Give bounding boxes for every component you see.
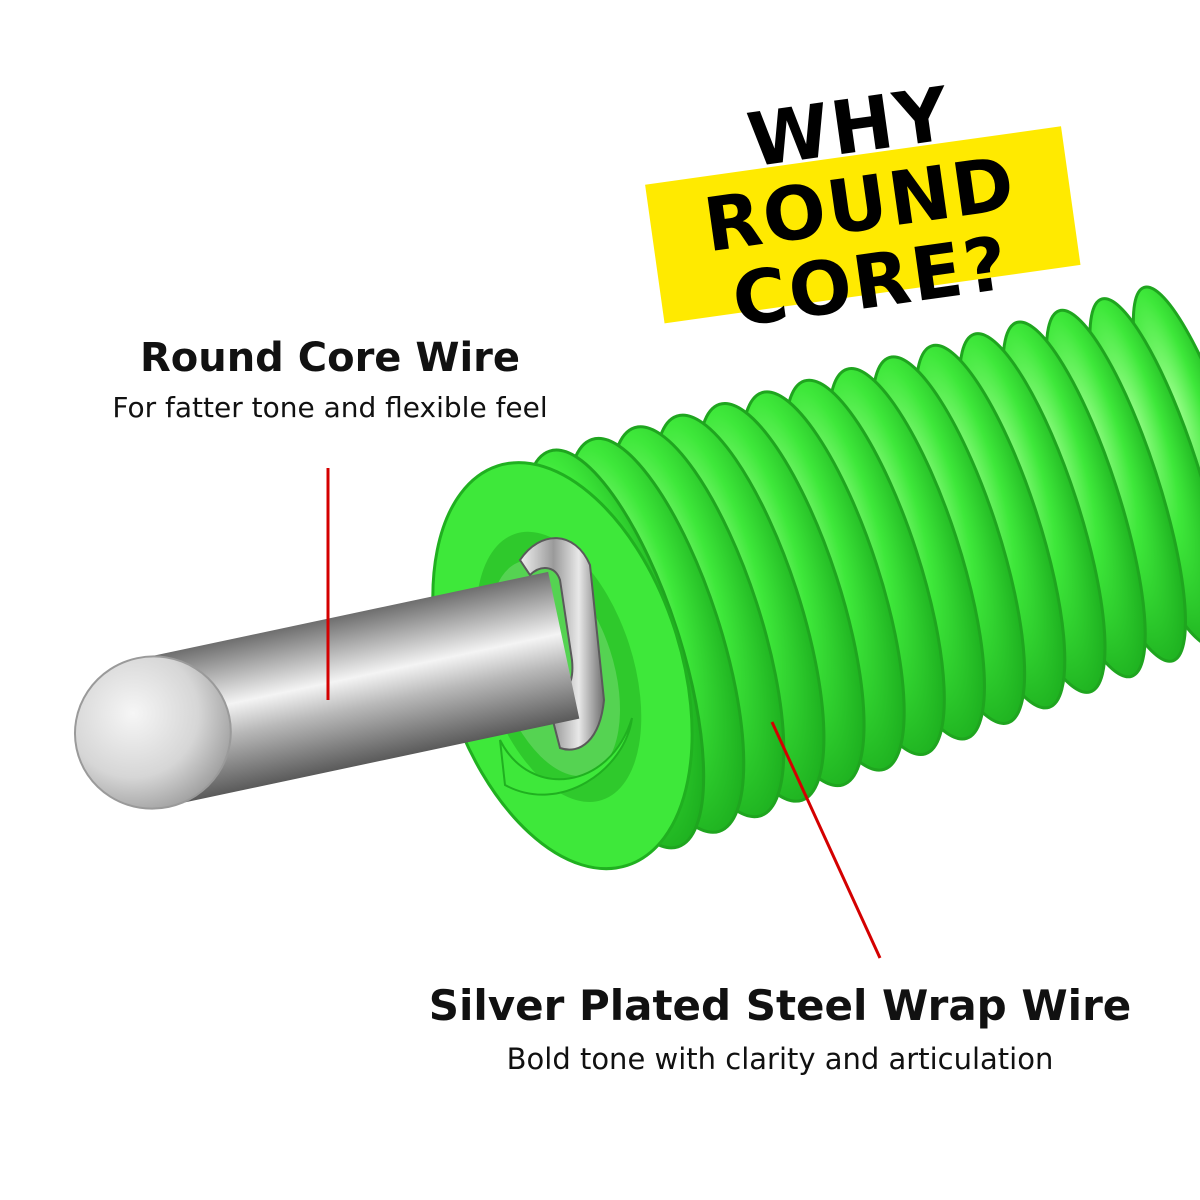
wrap-wire-subtitle: Bold tone with clarity and articulation bbox=[506, 1042, 1054, 1076]
round-core-wire bbox=[73, 571, 580, 810]
wrap-leader-line bbox=[770, 721, 882, 959]
wrap-wire-callout: Silver Plated Steel Wrap Wire Bold tone … bbox=[380, 978, 1180, 1080]
core-wire-callout: Round Core Wire For fatter tone and flex… bbox=[40, 332, 620, 428]
wrap-wire-title: Silver Plated Steel Wrap Wire bbox=[428, 981, 1132, 1030]
core-wire-title: Round Core Wire bbox=[139, 335, 521, 381]
inner-silver-coil bbox=[518, 537, 606, 751]
core-wire-subtitle: For fatter tone and flexible feel bbox=[112, 391, 548, 424]
wrap-front-lip bbox=[499, 717, 633, 796]
